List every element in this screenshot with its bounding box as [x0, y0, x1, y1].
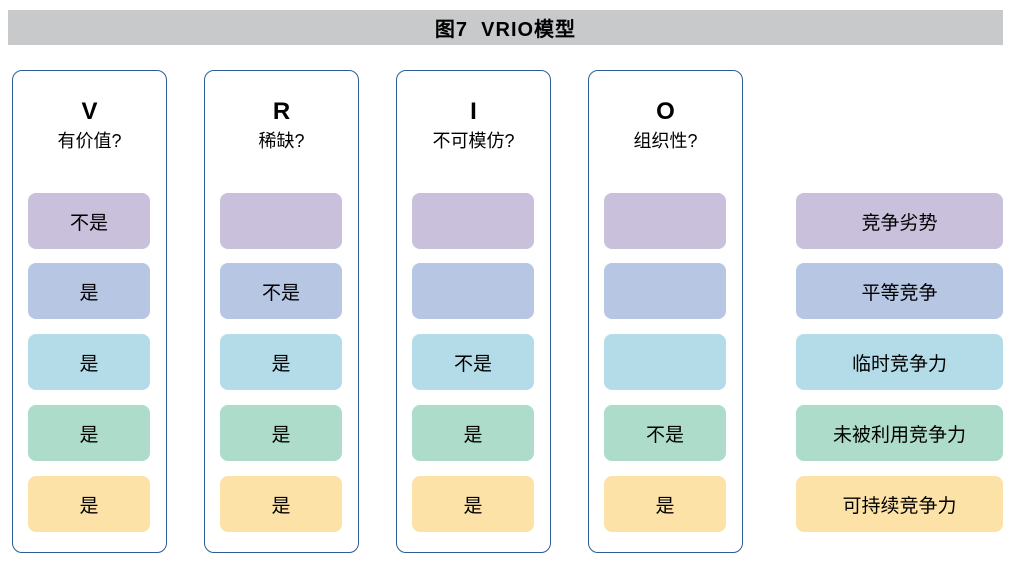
outcome-competitive-disadvantage: 竞争劣势	[796, 193, 1003, 249]
column-i-question: 不可模仿?	[432, 131, 515, 151]
cell-r-row5: 是	[220, 476, 342, 532]
cell-i-row2	[412, 263, 534, 319]
cell-i-row3: 不是	[412, 334, 534, 390]
column-v-question: 有价值?	[57, 131, 122, 151]
cell-o-row2	[604, 263, 726, 319]
column-o: O 组织性? 不是 是	[588, 70, 743, 553]
cell-o-row4: 不是	[604, 405, 726, 461]
cell-r-row2: 不是	[220, 263, 342, 319]
column-o-question: 组织性?	[633, 131, 698, 151]
cell-r-row3: 是	[220, 334, 342, 390]
cell-o-row3	[604, 334, 726, 390]
cell-i-row1	[412, 193, 534, 249]
figure-title-bar: 图7 VRIO模型	[8, 10, 1003, 45]
outcome-sustained-advantage: 可持续竞争力	[796, 476, 1003, 532]
outcome-unused-advantage: 未被利用竞争力	[796, 405, 1003, 461]
column-v: V 有价值? 不是 是 是 是 是	[12, 70, 167, 553]
cell-v-row3: 是	[28, 334, 150, 390]
cell-i-row4: 是	[412, 405, 534, 461]
cell-v-row1: 不是	[28, 193, 150, 249]
column-r: R 稀缺? 不是 是 是 是	[204, 70, 359, 553]
cell-o-row5: 是	[604, 476, 726, 532]
figure-title: 图7 VRIO模型	[434, 19, 577, 41]
outcome-temporary-advantage: 临时竞争力	[796, 334, 1003, 390]
column-o-letter: O	[656, 98, 675, 125]
outcome-competitive-parity: 平等竞争	[796, 263, 1003, 319]
cell-v-row2: 是	[28, 263, 150, 319]
column-r-question: 稀缺?	[258, 131, 305, 151]
column-r-letter: R	[272, 98, 291, 125]
column-i: I 不可模仿? 不是 是 是	[396, 70, 551, 553]
cell-v-row5: 是	[28, 476, 150, 532]
cell-i-row5: 是	[412, 476, 534, 532]
column-v-letter: V	[81, 98, 98, 125]
column-i-letter: I	[470, 98, 477, 125]
cell-v-row4: 是	[28, 405, 150, 461]
cell-o-row1	[604, 193, 726, 249]
cell-r-row4: 是	[220, 405, 342, 461]
cell-r-row1	[220, 193, 342, 249]
